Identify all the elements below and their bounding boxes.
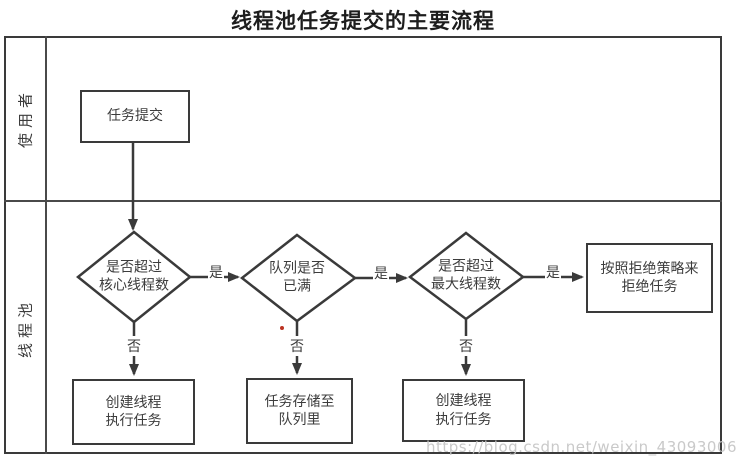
swimlane-frame [4,36,722,454]
node-create-thread-max: 创建线程 执行任务 [402,379,525,442]
watermark-url: https://blog.csdn.net/weixin_43093006 [425,438,737,456]
diagram-title: 线程池任务提交的主要流程 [231,9,495,33]
lane-divider [4,200,722,202]
label-decision-queue-full: 队列是否 已满 [269,260,325,295]
red-dot-artifact [280,326,284,330]
node-task-submit: 任务提交 [80,90,190,143]
node-reject-task: 按照拒绝策略来 拒绝任务 [586,243,713,313]
label-decision-max-threads: 是否超过 最大线程数 [431,258,501,293]
edge-label-yes-3: 是 [545,262,561,282]
lane-label-column-divider [45,36,47,454]
node-store-queue: 任务存储至 队列里 [246,378,353,444]
label-decision-core-threads: 是否超过 核心线程数 [99,259,169,294]
edge-label-no-1: 否 [126,336,142,356]
node-create-thread-core: 创建线程 执行任务 [72,379,195,445]
edge-label-yes-2: 是 [373,263,389,283]
edge-label-no-2: 否 [289,336,305,356]
edge-label-no-3: 否 [458,336,474,356]
edge-label-yes-1: 是 [208,262,224,282]
